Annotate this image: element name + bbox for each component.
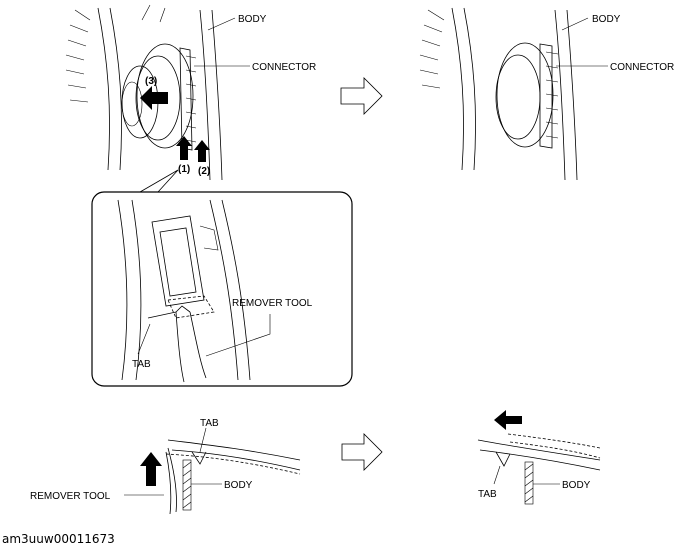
top-right-figure: BODY CONNECTOR [419,7,674,181]
step1-label: (1) [178,164,190,175]
push-arrow-icon [194,140,210,162]
connector-label-right: CONNECTOR [610,62,674,73]
bottom-left-figure: TAB BODY REMOVER TOOL [30,418,301,515]
push-arrow-icon [494,410,522,430]
bottom-right-figure: TAB BODY [477,410,601,505]
body-label-bottom-right: BODY [562,480,591,491]
push-arrow-icon [176,136,192,160]
body-label-right: BODY [592,14,621,25]
body-label: BODY [238,14,267,25]
step2-label: (2) [198,166,210,177]
body-label-bottom: BODY [224,480,253,491]
arrow-right-icon [341,433,383,471]
figure-id-caption: am3uuw00011673 [2,532,115,546]
remover-tool-label-bottom: REMOVER TOOL [30,491,111,502]
push-arrow-icon [140,452,162,486]
tab-label-bottom-right: TAB [478,489,497,500]
connector-label: CONNECTOR [252,62,316,73]
remover-tool-label: REMOVER TOOL [232,298,313,309]
top-left-figure: (3) (1) (2) BODY CONNECTOR [65,4,316,193]
push-arrow-icon [140,86,168,110]
tab-label: TAB [132,359,151,370]
detail-callout: REMOVER TOOL TAB [91,191,353,387]
tab-label-bottom: TAB [200,418,219,429]
step3-label: (3) [145,76,157,87]
arrow-right-icon [340,77,383,115]
